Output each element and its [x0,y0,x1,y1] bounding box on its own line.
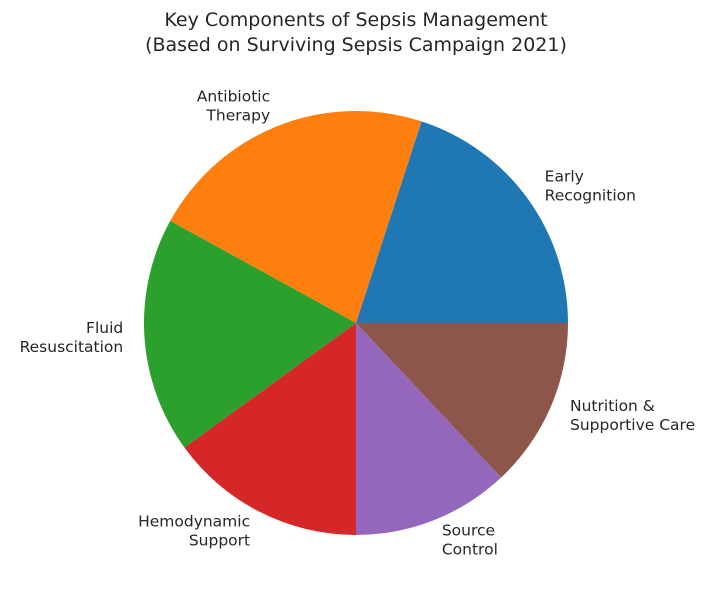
chart-title: Key Components of Sepsis Management (Bas… [145,9,567,56]
pie-label-3-line-1: Support [189,531,250,549]
chart-title-line-1: Key Components of Sepsis Management [164,9,547,31]
pie-label-0-line-1: Recognition [545,186,636,204]
pie-label-3-line-0: Hemodynamic [138,512,250,530]
pie-label-5: Nutrition &Supportive Care [570,397,695,434]
chart-title-line-2: (Based on Surviving Sepsis Campaign 2021… [145,34,567,56]
pie-label-1-line-1: Therapy [205,107,270,125]
pie-label-4-line-1: Control [442,540,498,558]
pie-slice-1 [170,111,422,323]
pie-label-5-line-1: Supportive Care [570,416,695,434]
pie-label-0-line-0: Early [545,167,584,185]
pie-label-2-line-0: Fluid [86,319,123,337]
pie-label-5-line-0: Nutrition & [570,397,655,415]
pie-slice-4 [356,323,502,535]
pie-slices [143,111,568,535]
pie-slice-2 [143,220,356,448]
pie-label-4-line-0: Source [442,521,495,539]
pie-slice-3 [184,323,356,535]
pie-label-1-line-0: Antibiotic [197,88,270,106]
pie-slice-5 [356,323,568,478]
pie-label-2-line-1: Resuscitation [20,338,124,356]
pie-slice-0 [356,121,568,323]
